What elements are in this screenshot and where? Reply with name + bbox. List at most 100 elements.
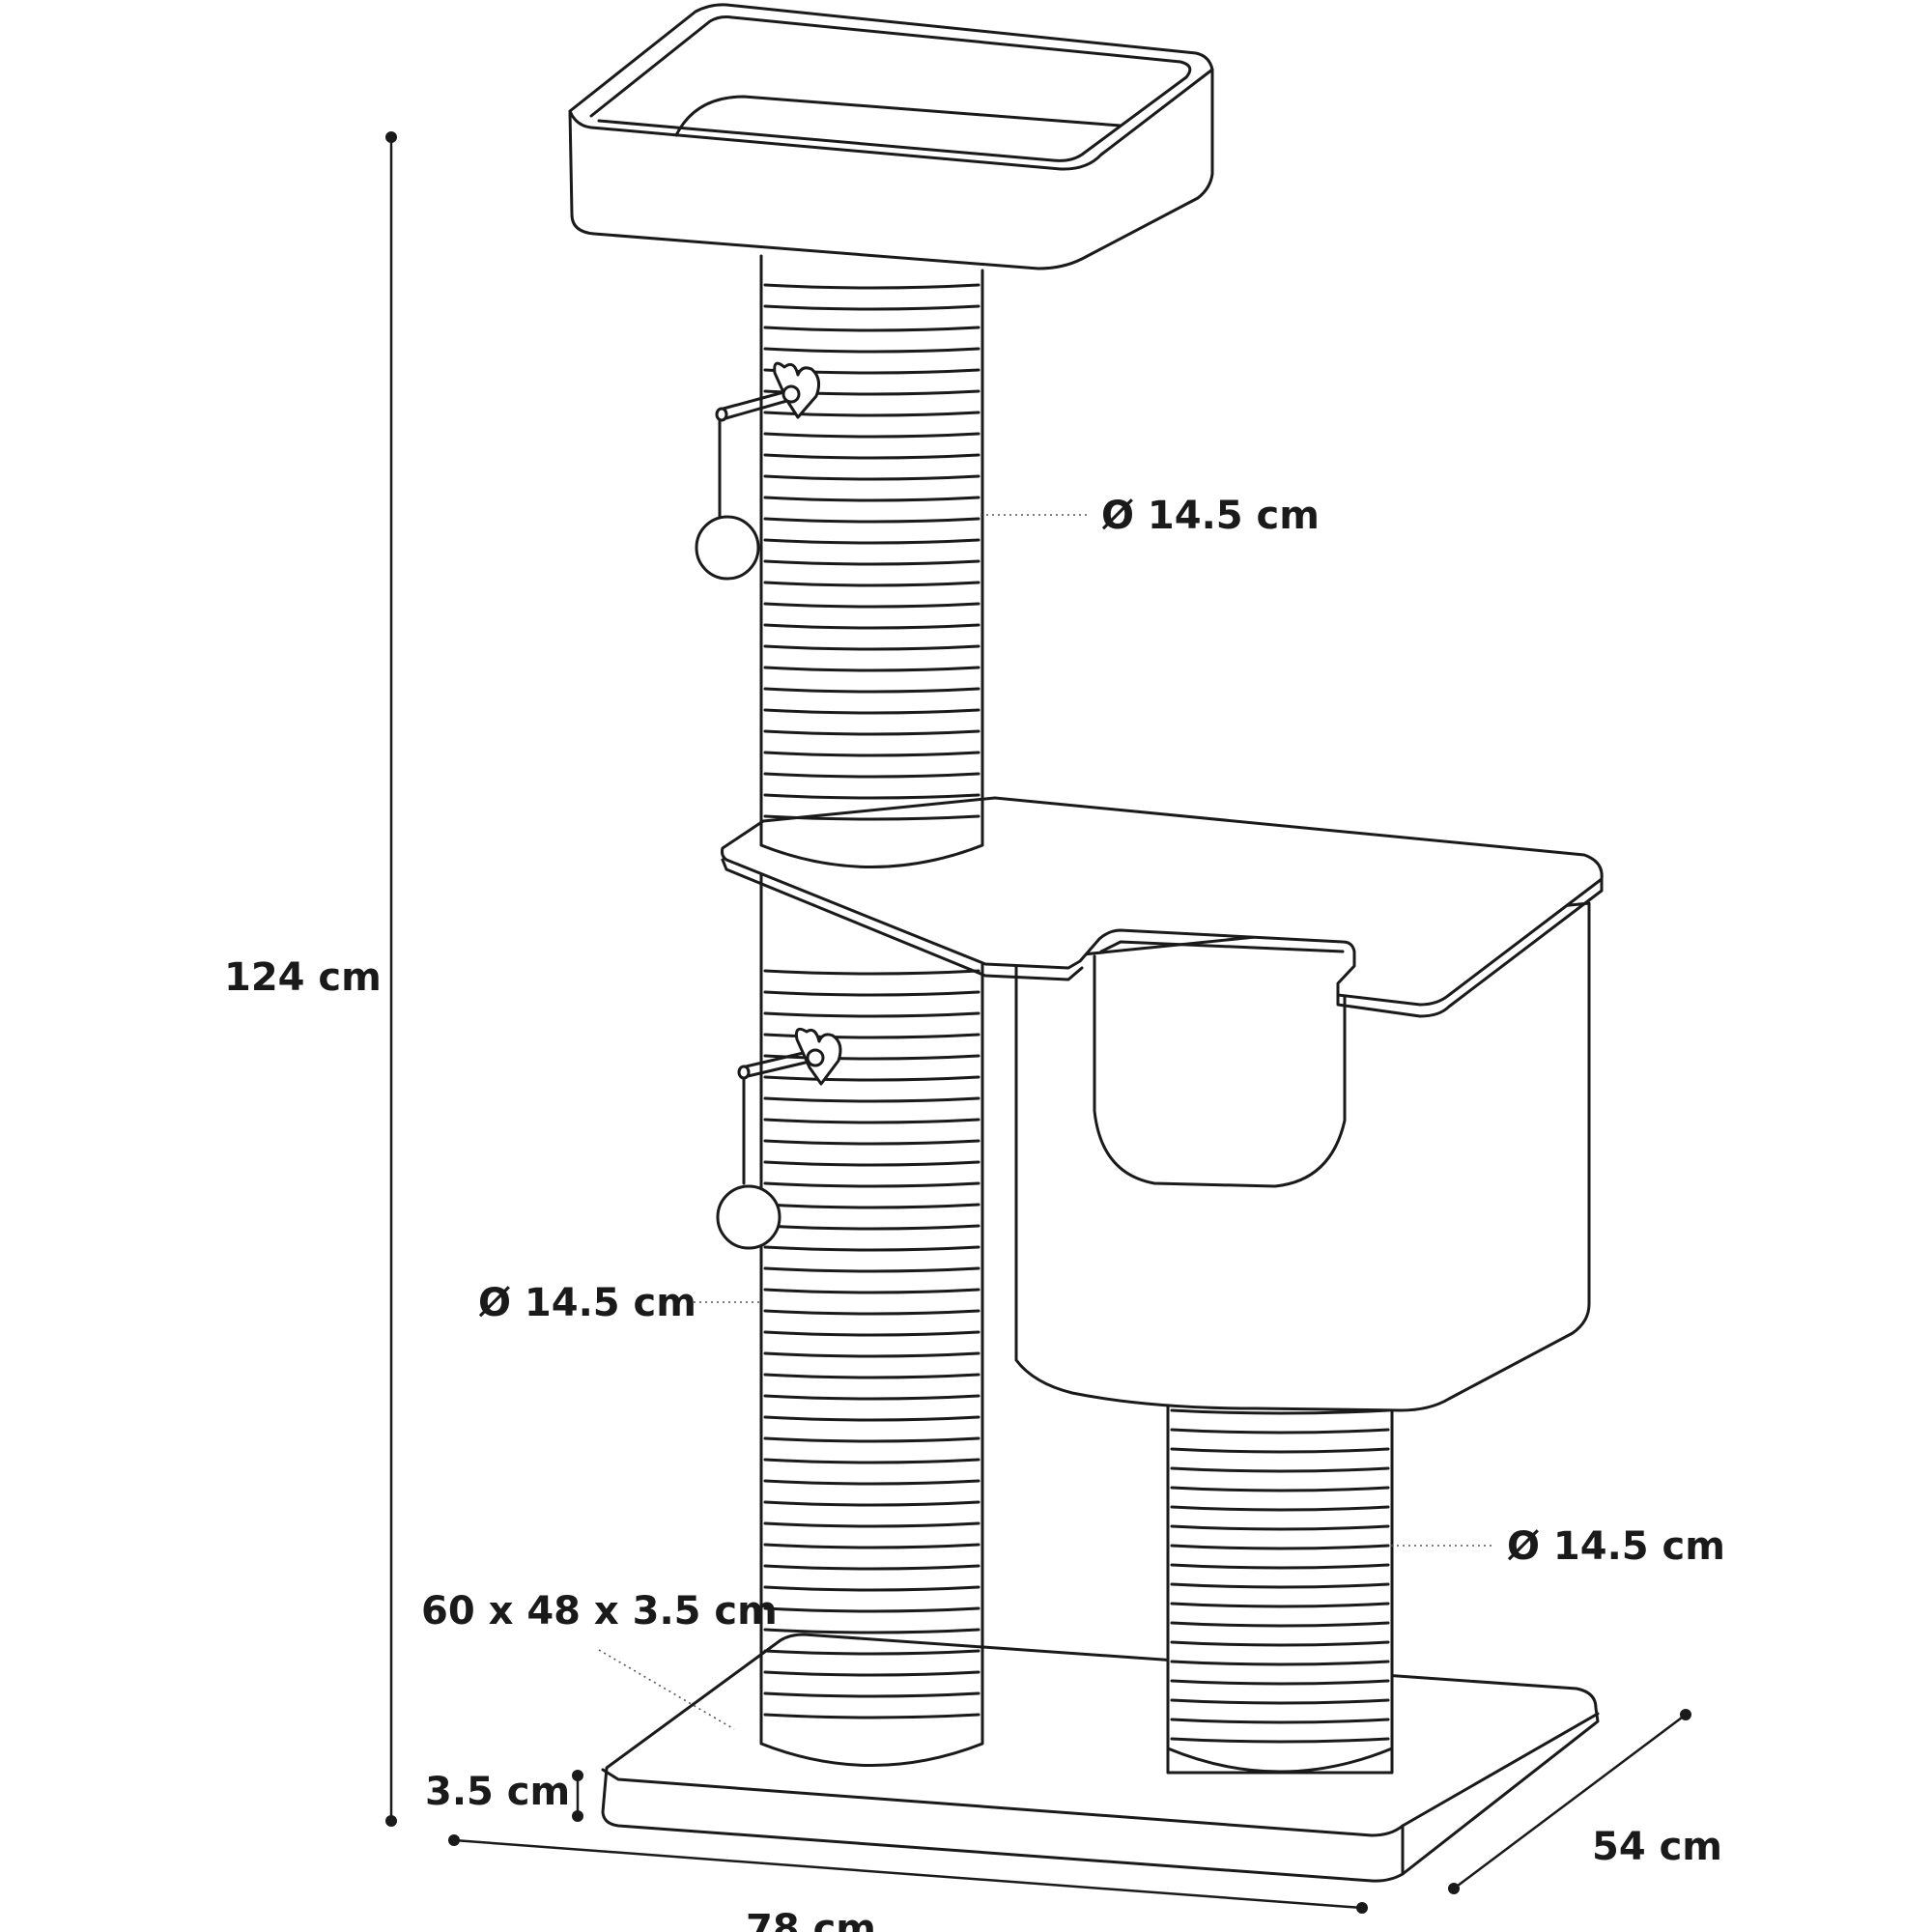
rope-ridge bbox=[763, 1054, 980, 1061]
rope-ridge bbox=[1170, 1679, 1390, 1686]
rope-ridge bbox=[1170, 1582, 1390, 1589]
rope-ridge bbox=[763, 432, 980, 439]
rope-ridge bbox=[763, 453, 980, 460]
rope-ridge bbox=[763, 1245, 980, 1252]
width-label: 78 cm bbox=[746, 1907, 876, 1932]
rope-ridge bbox=[763, 666, 980, 672]
rope-ridge bbox=[1170, 1466, 1390, 1473]
post-top bbox=[759, 254, 984, 868]
rope-ridge bbox=[763, 1118, 980, 1124]
rope-ridge bbox=[763, 283, 980, 290]
rope-ridge bbox=[763, 1075, 980, 1082]
rope-ridge bbox=[763, 1500, 980, 1507]
dimension-depth bbox=[1448, 1709, 1691, 1894]
rope-ridge bbox=[763, 1691, 980, 1698]
rope-ridge bbox=[1170, 1544, 1390, 1550]
toy-lower bbox=[716, 1027, 842, 1250]
dimension-width bbox=[448, 1834, 1368, 1914]
rope-ridge bbox=[763, 623, 980, 630]
rope-ridge bbox=[763, 644, 980, 651]
rope-ridge bbox=[1170, 1602, 1390, 1608]
base-thickness-label: 3.5 cm bbox=[425, 1770, 570, 1814]
rope-ridge bbox=[763, 1033, 980, 1039]
rope-ridge bbox=[1170, 1698, 1390, 1705]
rope-ridge bbox=[1170, 1621, 1390, 1628]
middle-platform bbox=[721, 796, 1604, 1018]
rope-ridge bbox=[763, 1521, 980, 1528]
rope-ridge bbox=[763, 304, 980, 311]
rope-ridge bbox=[1170, 1640, 1390, 1647]
rope-ridge bbox=[763, 1606, 980, 1613]
rope-ridge bbox=[763, 1181, 980, 1188]
rope-ridge bbox=[763, 1266, 980, 1273]
rope-ridge bbox=[763, 1011, 980, 1018]
post-left bbox=[759, 867, 984, 1767]
rope-ridge bbox=[763, 1628, 980, 1634]
post-left-diameter-label: Ø 14.5 cm bbox=[478, 1281, 696, 1325]
rope-ridge bbox=[1170, 1486, 1390, 1492]
dimension-base-thickness bbox=[572, 1770, 583, 1822]
rope-ridge bbox=[763, 411, 980, 417]
toy-upper bbox=[695, 361, 821, 581]
rope-ridge bbox=[763, 729, 980, 736]
rope-ridge bbox=[1170, 1718, 1390, 1724]
rope-ridge bbox=[1170, 1505, 1390, 1512]
rope-ridge bbox=[763, 1415, 980, 1422]
condo-box bbox=[1014, 901, 1591, 1412]
rope-ridge bbox=[763, 1351, 980, 1358]
post-top-diameter-label: Ø 14.5 cm bbox=[1101, 494, 1320, 538]
rope-ridge bbox=[763, 708, 980, 715]
rope-ridge bbox=[763, 751, 980, 757]
rope-ridge bbox=[763, 1458, 980, 1464]
rope-ridge bbox=[763, 496, 980, 502]
rope-ridge bbox=[763, 581, 980, 587]
rope-ridge bbox=[763, 1479, 980, 1486]
rope-ridge bbox=[763, 326, 980, 332]
depth-label: 54 cm bbox=[1592, 1825, 1722, 1869]
rope-ridge bbox=[763, 1288, 980, 1294]
rope-ridge bbox=[763, 1564, 980, 1571]
rope-ridge bbox=[763, 1224, 980, 1231]
rope-ridge bbox=[763, 814, 980, 821]
rope-ridge bbox=[1170, 1660, 1390, 1666]
rope-ridge bbox=[763, 1203, 980, 1209]
rope-ridge bbox=[763, 1394, 980, 1401]
post-right-diameter-label: Ø 14.5 cm bbox=[1507, 1524, 1725, 1569]
rope-ridge bbox=[763, 1436, 980, 1443]
rope-ridge bbox=[1170, 1563, 1390, 1570]
rope-ridge bbox=[763, 1670, 980, 1677]
rope-ridge bbox=[763, 990, 980, 997]
post-right bbox=[1166, 1350, 1394, 1775]
rope-ridge bbox=[763, 1096, 980, 1103]
rope-ridge bbox=[763, 538, 980, 545]
rope-ridge bbox=[763, 559, 980, 566]
rope-ridge bbox=[763, 1373, 980, 1379]
rope-ridge bbox=[763, 969, 980, 976]
rope-ridge bbox=[763, 1309, 980, 1316]
rope-ridge bbox=[1170, 1737, 1390, 1744]
top-bed bbox=[568, 3, 1214, 270]
rope-ridge bbox=[763, 793, 980, 800]
rope-ridge bbox=[1170, 1428, 1390, 1435]
dimension-height bbox=[385, 131, 397, 1827]
rope-ridge bbox=[1170, 1408, 1390, 1415]
rope-ridge bbox=[1170, 1447, 1390, 1454]
rope-ridge bbox=[763, 1585, 980, 1592]
rope-ridge bbox=[763, 1160, 980, 1167]
rope-ridge bbox=[1170, 1524, 1390, 1531]
rope-ridge bbox=[763, 772, 980, 779]
rope-ridge bbox=[763, 1713, 980, 1719]
height-label: 124 cm bbox=[224, 955, 382, 1000]
rope-ridge bbox=[763, 687, 980, 694]
rope-ridge bbox=[763, 517, 980, 524]
rope-ridge bbox=[763, 602, 980, 609]
rope-ridge bbox=[763, 1139, 980, 1146]
rope-ridge bbox=[763, 347, 980, 354]
rope-ridge bbox=[763, 474, 980, 481]
base-plate bbox=[601, 1633, 1600, 1883]
rope-ridge bbox=[763, 1543, 980, 1549]
rope-ridge bbox=[763, 1649, 980, 1656]
base-size-label: 60 x 48 x 3.5 cm bbox=[421, 1589, 778, 1634]
rope-ridge bbox=[763, 1330, 980, 1337]
